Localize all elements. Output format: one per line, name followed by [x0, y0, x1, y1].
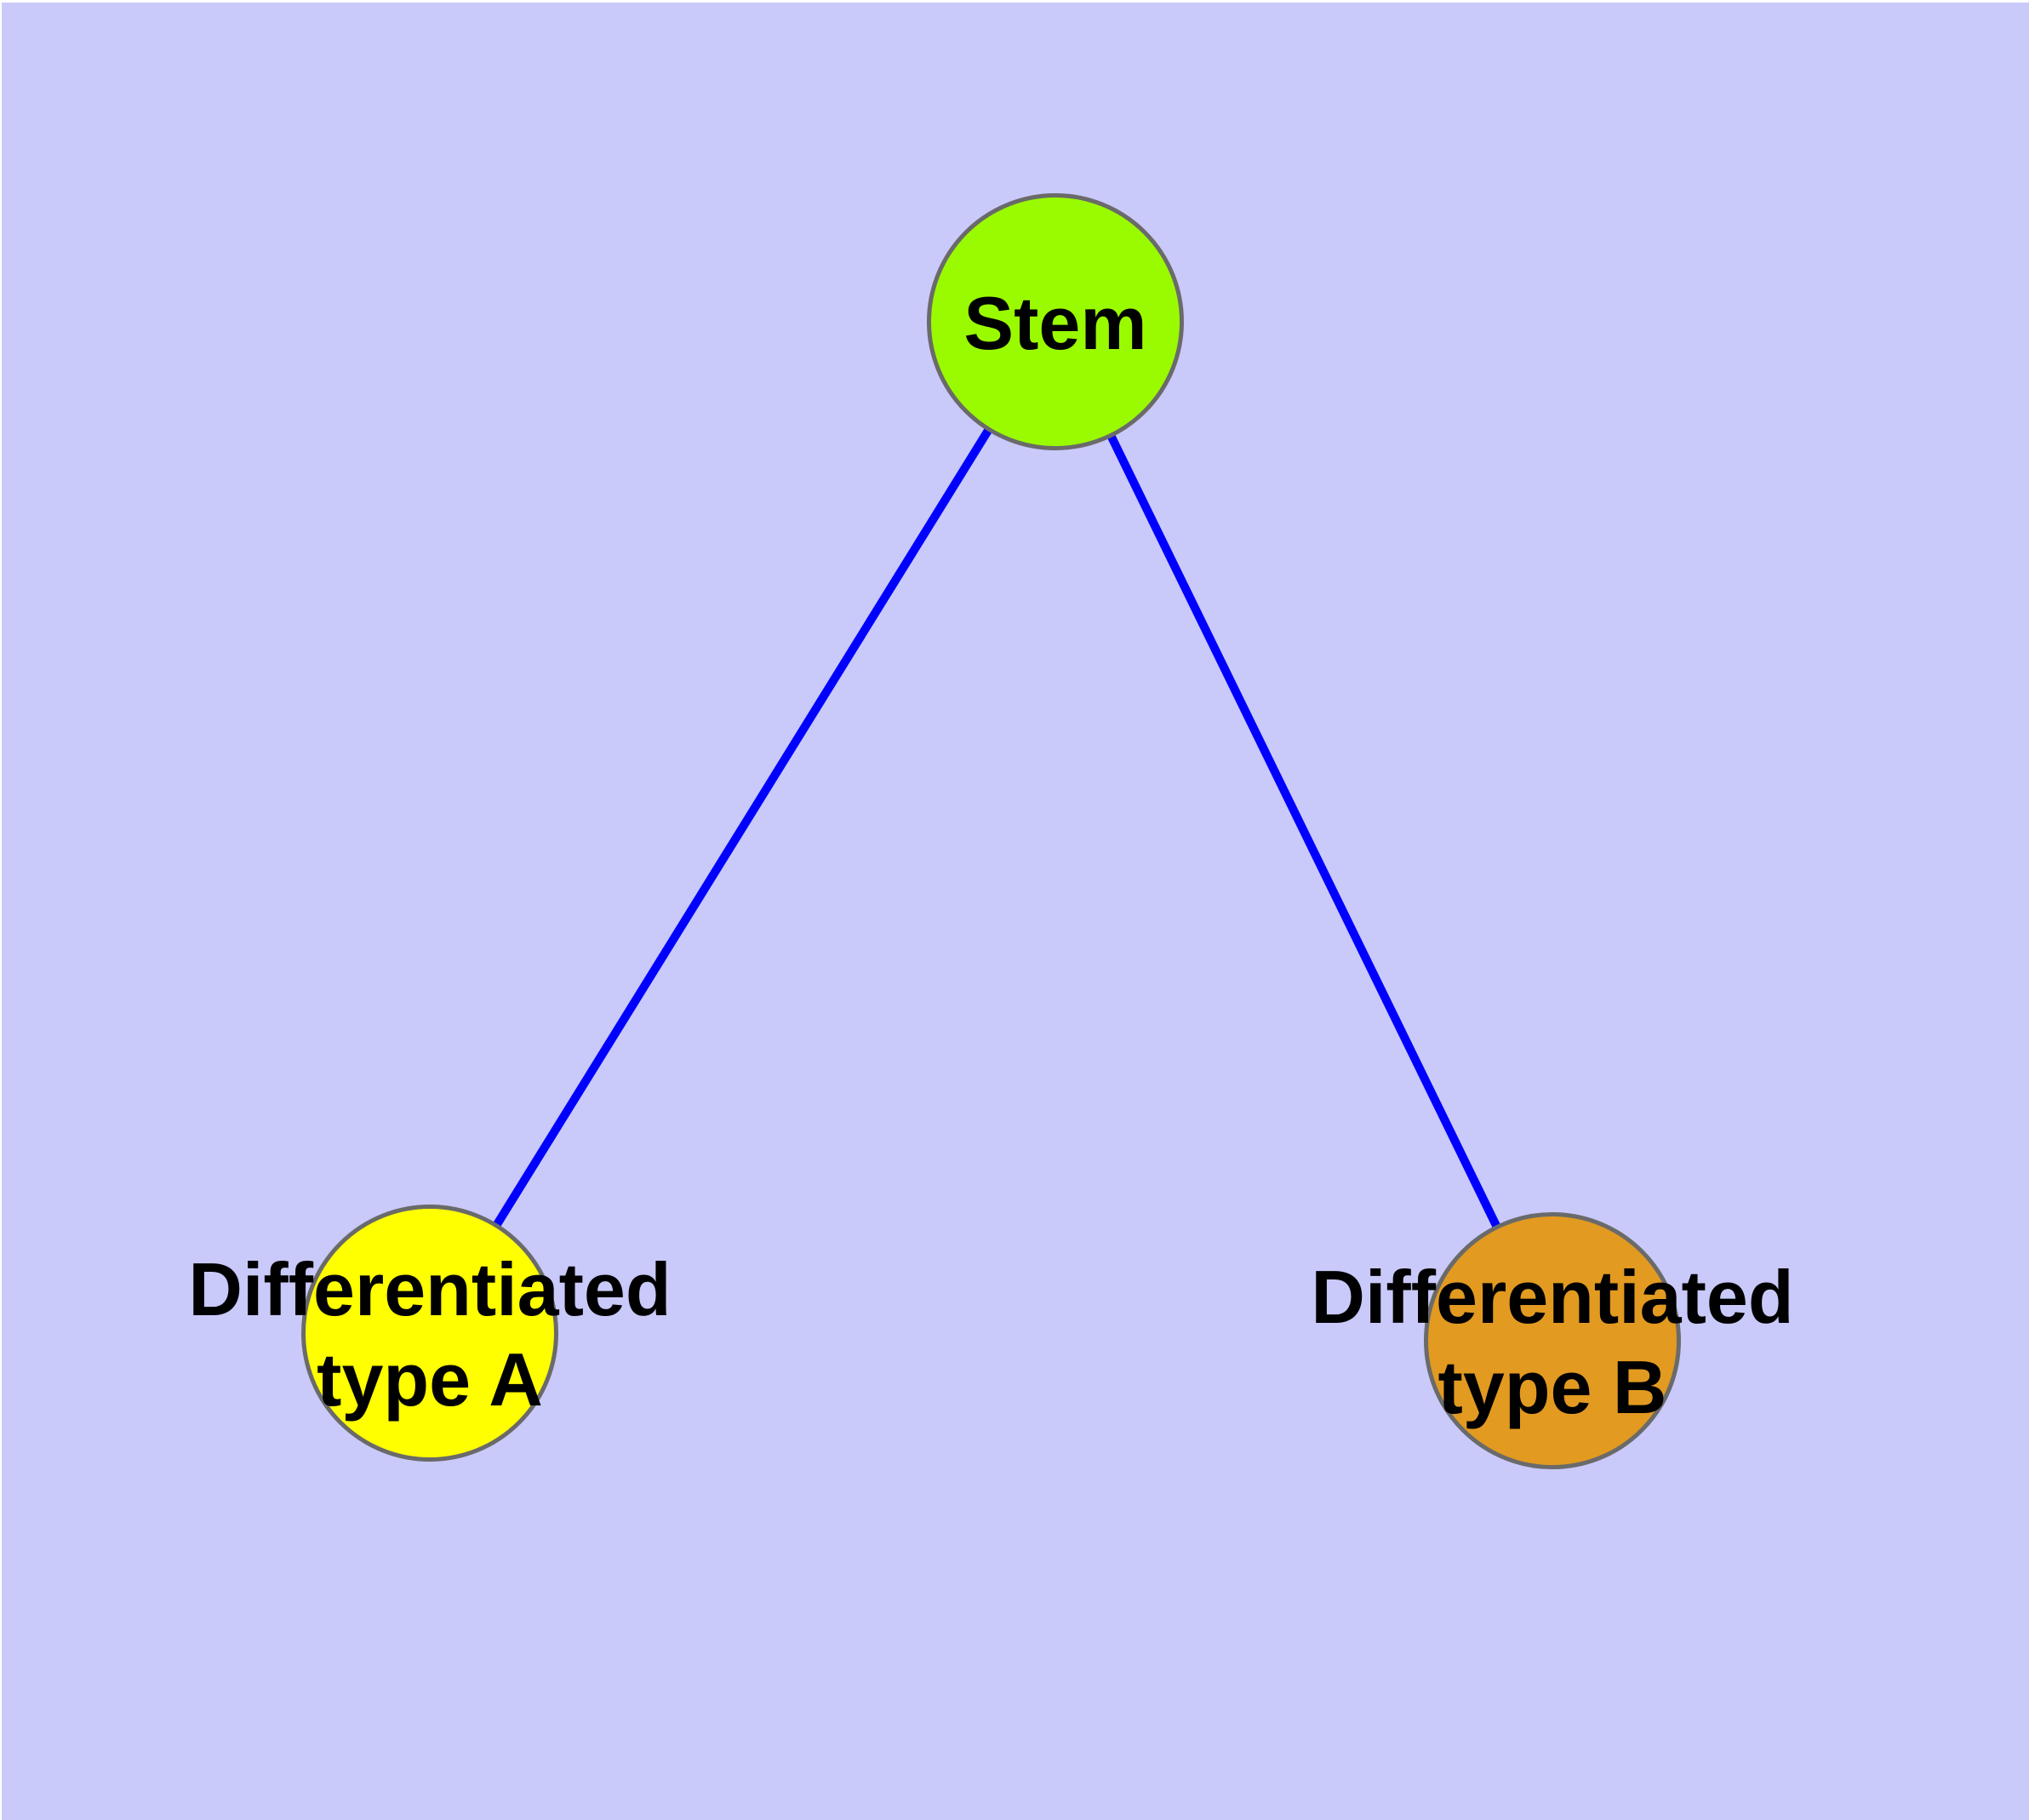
node-differentiated-type-a [301, 1205, 558, 1462]
node-stem-label-text: Stem [963, 281, 1147, 365]
node-type-a-label-line-1: Differentiated [188, 1247, 672, 1331]
edge-stem-to-type-b [1051, 319, 1557, 1343]
node-type-a-label-line-2: type A [317, 1337, 543, 1422]
node-stem [927, 193, 1184, 450]
node-differentiated-type-b [1424, 1212, 1681, 1469]
node-type-b-label-line-2: type B [1437, 1345, 1667, 1429]
node-differentiated-type-b-label: Differentiated type B [1311, 1252, 1793, 1433]
edges-layer [426, 319, 1557, 1343]
edge-stem-to-type-a [426, 319, 1060, 1336]
node-type-b-label-line-1: Differentiated [1311, 1255, 1794, 1339]
node-differentiated-type-a-label: Differentiated type A [188, 1245, 671, 1425]
node-stem-label: Stem [963, 278, 1146, 369]
